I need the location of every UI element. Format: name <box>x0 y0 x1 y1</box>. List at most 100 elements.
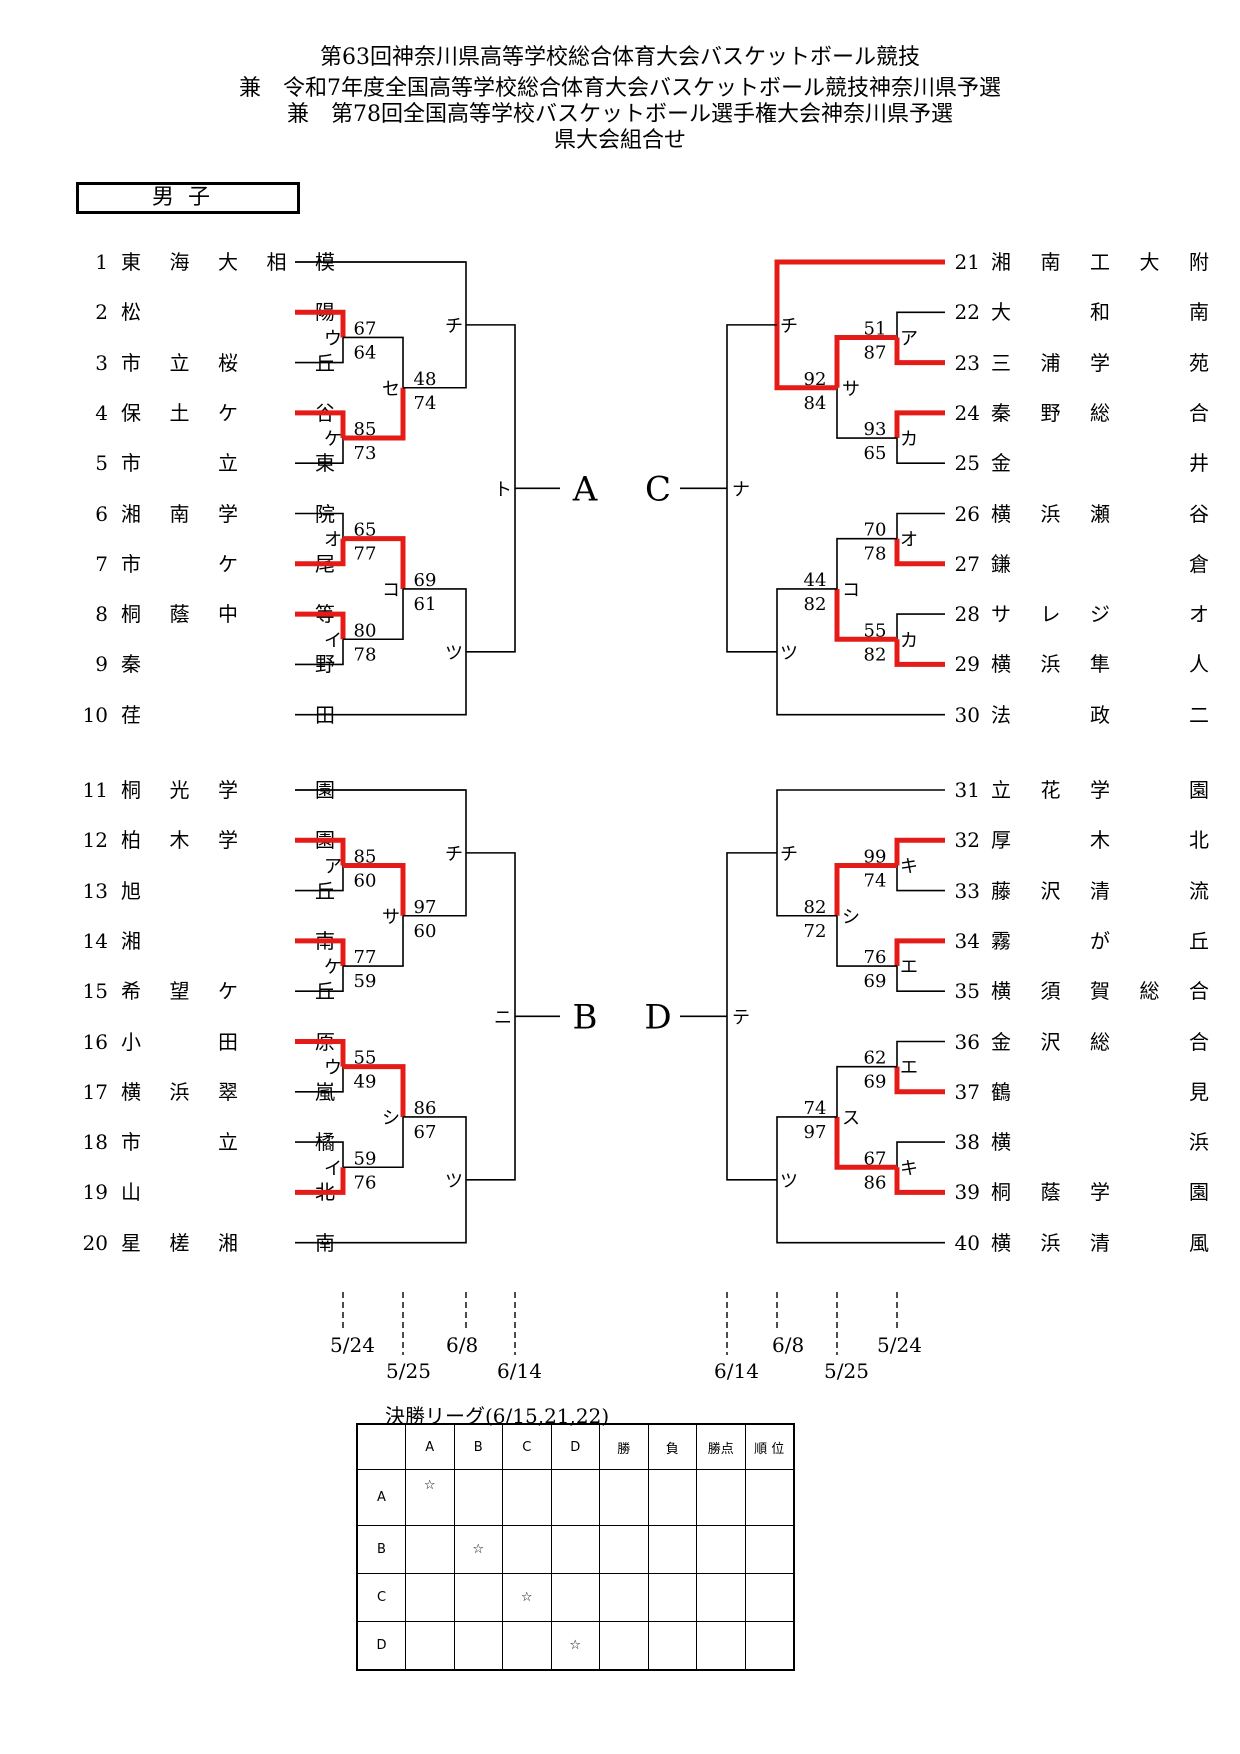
team-number: 15 <box>82 979 108 1004</box>
game-code: ツ <box>780 643 798 664</box>
game-code: コ <box>382 580 400 601</box>
bracket-line <box>896 966 945 993</box>
schedule-date: 6/8 <box>772 1333 805 1357</box>
table-cell <box>696 1621 746 1671</box>
gender-label: 男子 <box>76 182 300 214</box>
team-number: 34 <box>954 928 980 953</box>
schedule-date: 5/25 <box>386 1359 431 1383</box>
winner-path <box>295 309 346 338</box>
winner-path <box>295 538 346 567</box>
winner-path <box>343 862 406 916</box>
team-number: 31 <box>954 778 980 802</box>
block-label-b: B <box>573 997 598 1037</box>
winner-path <box>295 1167 346 1195</box>
team-name: 横浜 <box>991 1130 1209 1155</box>
winner-path <box>834 1116 897 1170</box>
team-number: 26 <box>954 501 980 526</box>
game-code: キ <box>900 856 918 877</box>
tournament-bracket: ウケオイ6764857365778078セコ48746961チツトアケウイ856… <box>295 259 945 1355</box>
game-code: チ <box>780 844 798 865</box>
score: 77 <box>354 544 377 565</box>
team-name: 柏木学園 <box>121 828 335 853</box>
winner-path <box>834 588 897 642</box>
score: 51 <box>864 318 887 339</box>
column-header: 順 位 <box>744 1423 795 1470</box>
bracket-line <box>295 1141 344 1168</box>
score: 78 <box>354 644 377 665</box>
score: 69 <box>864 1072 887 1093</box>
score: 85 <box>354 419 377 440</box>
score: 76 <box>864 947 887 968</box>
bracket-line <box>295 966 344 993</box>
table-cell <box>599 1621 649 1671</box>
game-code: セ <box>382 379 400 400</box>
score: 85 <box>354 846 377 867</box>
bracket-line <box>836 1065 897 1117</box>
column-header: C <box>502 1423 552 1470</box>
score: 92 <box>804 369 827 390</box>
table-cell <box>550 1573 600 1622</box>
score: 48 <box>414 369 437 390</box>
game-code: キ <box>900 1158 918 1179</box>
score: 80 <box>354 620 377 641</box>
bracket-line <box>343 588 404 641</box>
team-number: 33 <box>954 878 980 903</box>
table-cell <box>647 1469 697 1526</box>
team-number: 32 <box>954 828 980 853</box>
column-header: 負 <box>647 1423 697 1470</box>
title-line-3: 兼 第78回全国高等学校バスケットボール選手権大会神奈川県予選 <box>287 102 953 127</box>
column-header: D <box>550 1423 600 1470</box>
score: 69 <box>864 971 887 992</box>
team-name: 市立橘 <box>121 1130 335 1155</box>
score: 86 <box>414 1098 437 1119</box>
table-cell <box>453 1573 503 1622</box>
game-code: ツ <box>445 1171 463 1192</box>
game-code: カ <box>900 630 918 651</box>
row-header: C <box>356 1573 406 1622</box>
winner-path <box>894 1066 945 1095</box>
score: 65 <box>354 520 377 541</box>
score: 87 <box>864 342 887 363</box>
bracket-line <box>295 789 467 917</box>
score: 93 <box>864 419 887 440</box>
team-name: 三浦学苑 <box>991 350 1209 375</box>
bracket-line <box>295 512 344 539</box>
bracket-line <box>343 336 404 388</box>
bracket-line <box>343 1116 404 1169</box>
bracket-line <box>896 613 945 640</box>
winner-path <box>894 1167 945 1195</box>
table-cell <box>502 1469 552 1526</box>
team-name: サレジオ <box>991 602 1209 627</box>
team-number: 1 <box>95 250 108 274</box>
winner-path <box>834 862 897 916</box>
row-header: A <box>356 1469 406 1526</box>
score: 78 <box>864 544 887 565</box>
bracket-line <box>295 438 344 465</box>
score: 60 <box>354 870 377 891</box>
team-number: 27 <box>954 551 980 576</box>
team-name: 金沢総合 <box>991 1029 1209 1054</box>
game-code: ウ <box>324 1058 342 1079</box>
score: 59 <box>354 1148 377 1169</box>
self-match-mark: ☆ <box>453 1525 503 1574</box>
team-entry: 23 三浦学苑 <box>950 348 1209 378</box>
team-name: 松陽 <box>121 300 335 325</box>
team-number: 23 <box>954 350 980 375</box>
bracket-line <box>295 1066 344 1093</box>
team-name: 厚木北 <box>991 828 1209 853</box>
team-number: 25 <box>954 451 980 476</box>
title-line-2: 兼 令和7年度全国高等学校総合体育大会バスケットボール競技神奈川県予選 <box>239 76 1001 101</box>
score: 84 <box>804 393 827 414</box>
winner-path <box>894 410 945 439</box>
game-code: ス <box>842 1108 860 1129</box>
team-number: 37 <box>954 1079 980 1104</box>
table-cell <box>502 1525 552 1574</box>
team-number: 10 <box>82 702 108 727</box>
score: 67 <box>414 1122 437 1143</box>
